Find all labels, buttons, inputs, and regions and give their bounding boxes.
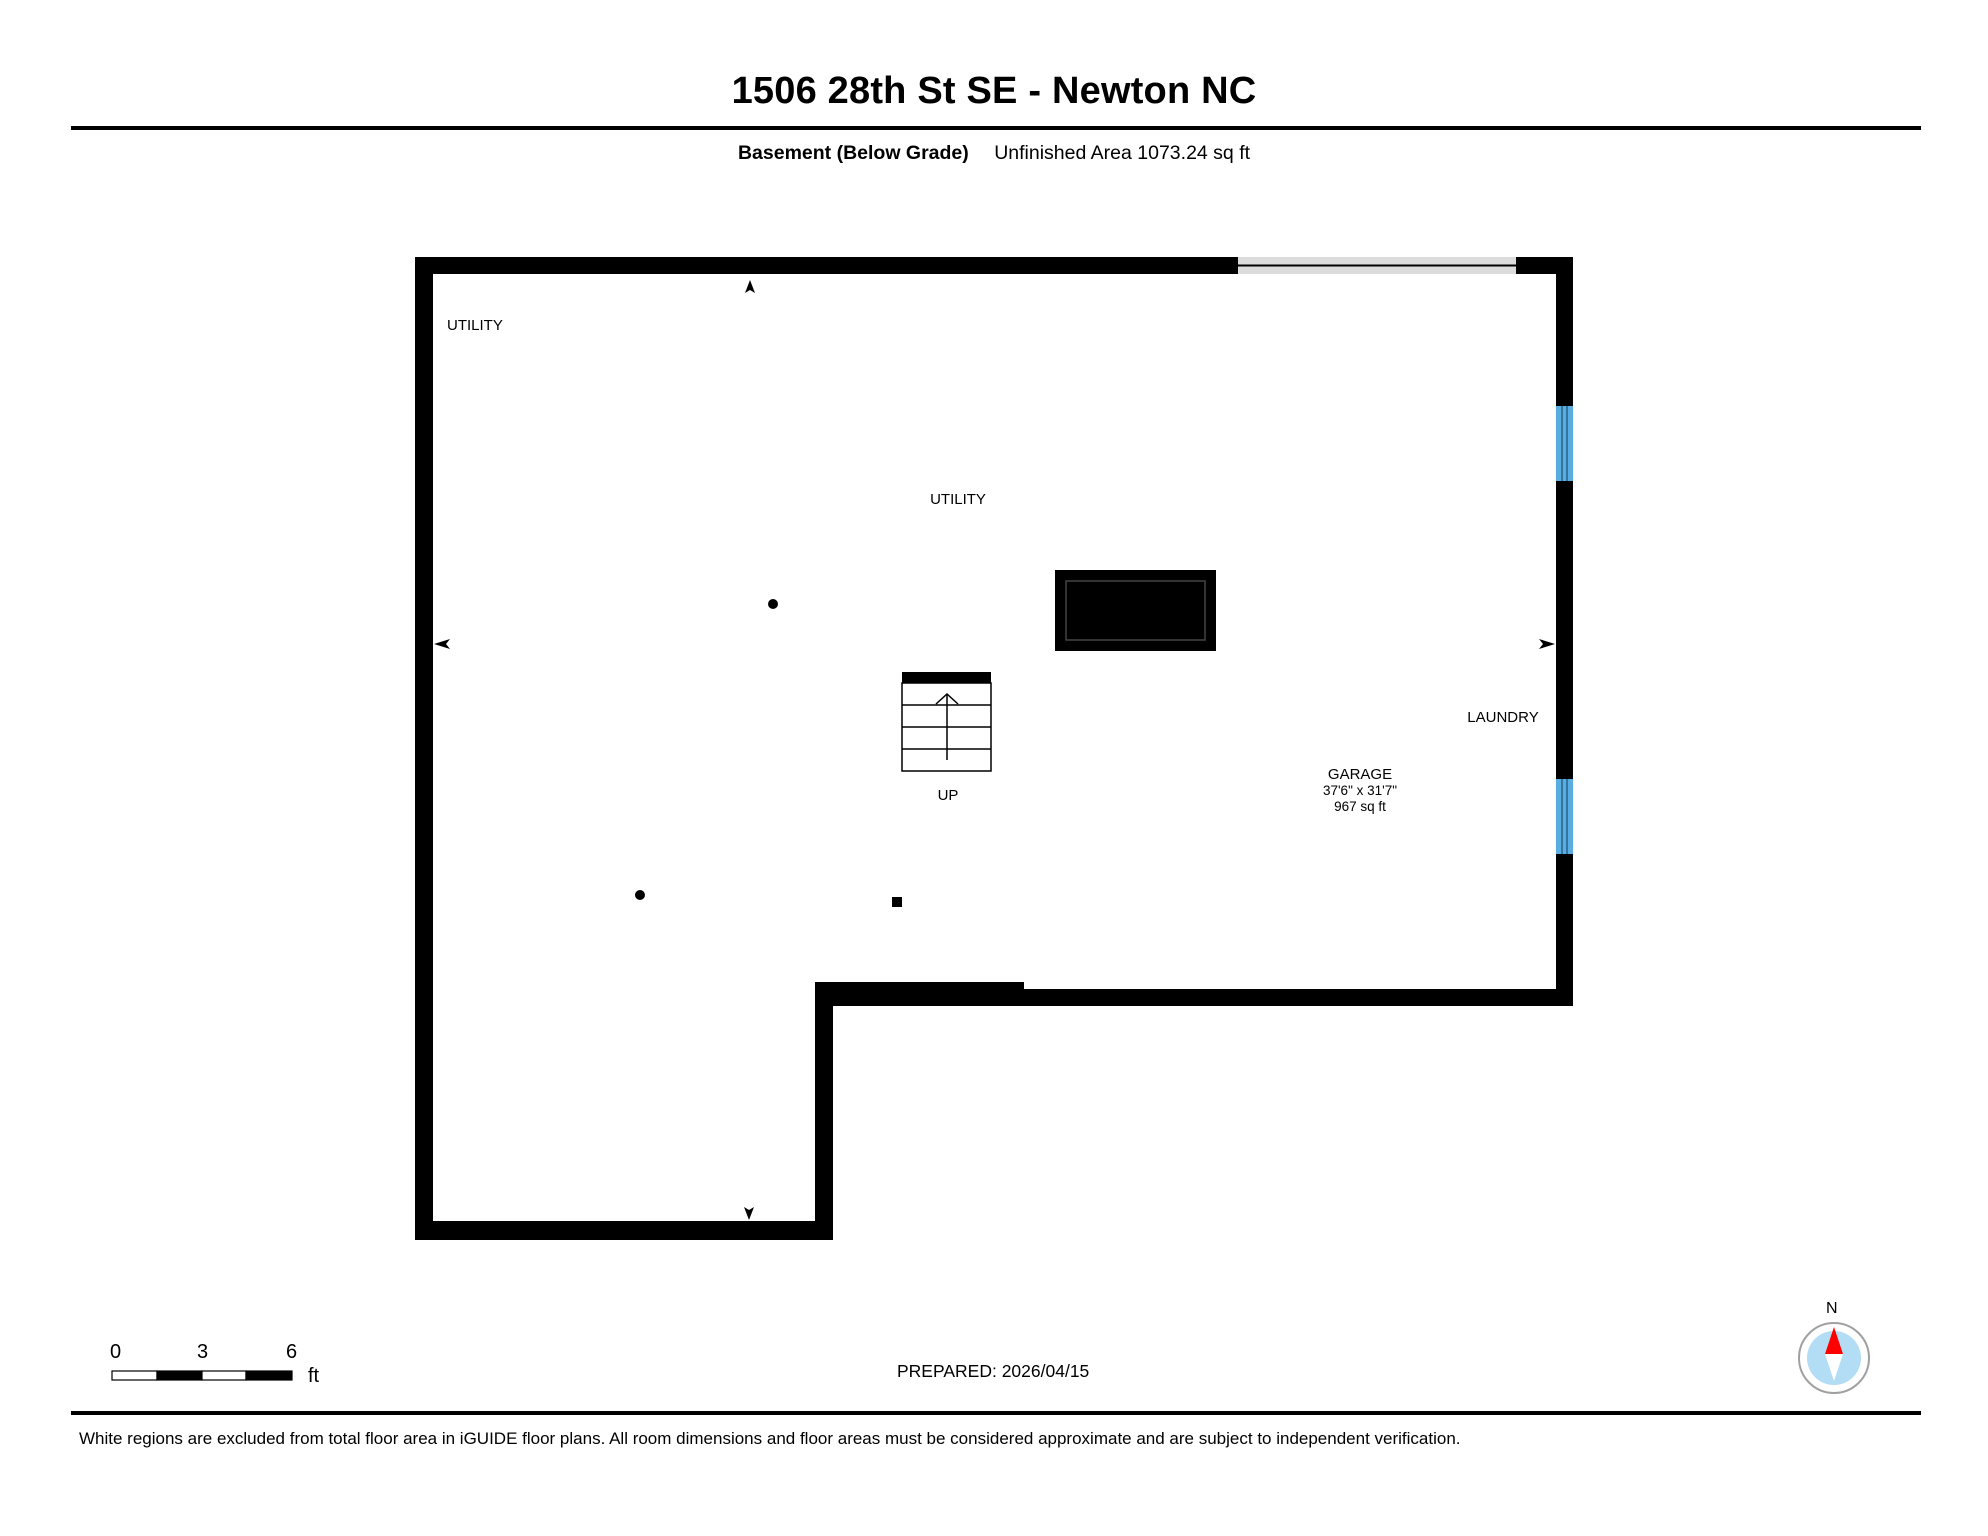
garage-area: 967 sq ft	[1334, 799, 1386, 814]
post-marker	[768, 599, 778, 609]
notch-vertical-wall	[815, 982, 833, 1240]
header-divider	[71, 126, 1921, 130]
prepared-date: PREPARED: 2026/04/15	[897, 1361, 1090, 1381]
footer-divider	[71, 1411, 1921, 1415]
scale-tick-3: 3	[197, 1341, 209, 1363]
arrow-right-icon	[1539, 639, 1555, 649]
room-label-utility-topleft: UTILITY	[447, 317, 503, 334]
stairs-label: UP	[938, 787, 959, 804]
compass-north-label: N	[1826, 1300, 1838, 1317]
level-summary: Basement (Below Grade) Unfinished Area 1…	[0, 142, 1988, 165]
room-label-laundry: LAUNDRY	[1467, 709, 1538, 726]
top-wall	[415, 257, 1238, 274]
window-upper	[1556, 406, 1573, 481]
walls	[415, 257, 1573, 1240]
disclaimer: White regions are excluded from total fl…	[79, 1429, 1461, 1448]
right-wall	[1556, 257, 1573, 1006]
scale-unit: ft	[308, 1365, 320, 1387]
notch-wall	[815, 982, 1024, 1006]
bottom-wall	[415, 1221, 833, 1240]
scale-tick-6: 6	[286, 1341, 298, 1363]
square-marker	[892, 897, 902, 907]
post-marker	[635, 890, 645, 900]
stairs-top-bar	[902, 672, 991, 683]
left-wall	[415, 257, 433, 1240]
arrow-left-icon	[434, 639, 450, 649]
compass-needle-north	[1825, 1327, 1843, 1354]
level-name: Basement (Below Grade)	[737, 142, 969, 164]
arrow-up-icon	[745, 280, 755, 293]
arrow-down-icon	[744, 1207, 754, 1220]
area-summary: Unfinished Area 1073.24 sq ft	[994, 142, 1251, 164]
stairs-arrow-head	[935, 692, 959, 705]
garage-dimensions: 37'6" x 31'7"	[1323, 783, 1397, 798]
compass-icon	[1798, 1322, 1870, 1394]
stairs	[901, 672, 992, 772]
scale-tick-0: 0	[110, 1341, 122, 1363]
compass-needle-south	[1825, 1354, 1843, 1381]
window-lower	[1556, 779, 1573, 854]
scale-bar	[111, 1370, 293, 1381]
garage-door	[1238, 257, 1516, 274]
page-title: 1506 28th St SE - Newton NC	[731, 70, 1257, 112]
room-label-garage: GARAGE	[1328, 766, 1392, 783]
obstruction	[1055, 570, 1216, 651]
room-label-utility-center: UTILITY	[930, 491, 986, 508]
